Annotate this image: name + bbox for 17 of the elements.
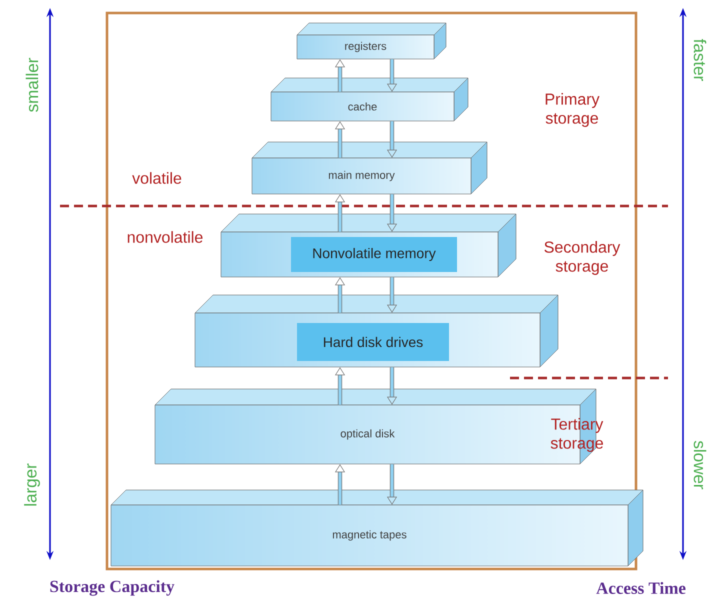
axis-title: Storage Capacity: [50, 580, 174, 596]
storage-box: Nonvolatile memory: [220, 214, 516, 278]
axis-title: Access Time: [596, 582, 686, 594]
storage-box: registers: [296, 22, 446, 60]
axis-label: smaller: [26, 58, 38, 112]
region-label: Secondary storage: [544, 241, 620, 275]
axis-label: faster: [694, 38, 706, 81]
storage-box: magnetic tapes: [110, 490, 644, 566]
axis-label: larger: [24, 464, 40, 506]
storage-box: cache: [270, 78, 468, 122]
storage-box: Hard disk drives: [194, 294, 558, 368]
region-label: Tertiary storage: [550, 418, 604, 452]
region-label: Primary storage: [546, 93, 600, 127]
axis-label: slower: [694, 440, 706, 490]
region-label: volatile: [132, 172, 182, 184]
storage-box: main memory: [252, 142, 488, 194]
region-label: nonvolatile: [128, 231, 203, 243]
